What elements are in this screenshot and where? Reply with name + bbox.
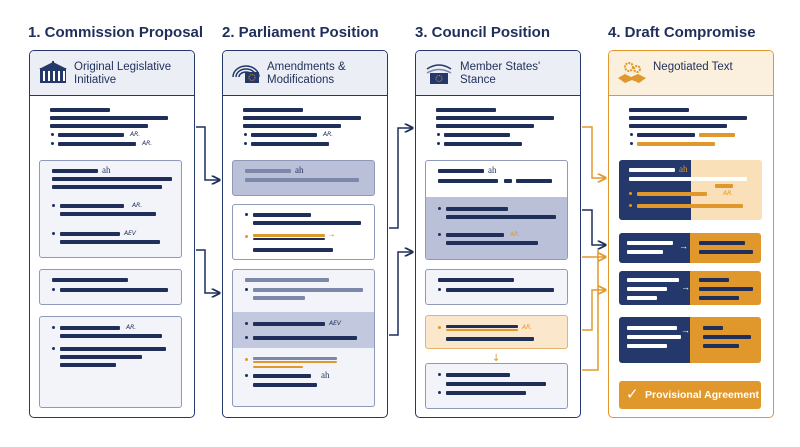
column-title-commission: 1. Commission Proposal [28, 24, 204, 41]
connector-arrow [582, 250, 599, 371]
annotation-mark: AR. [132, 202, 143, 209]
council-block [425, 363, 568, 409]
panel-header-label: Member States' Stance [460, 61, 541, 86]
article-block: AR. [39, 316, 182, 408]
parliament-position-panel: Amendments & Modifications AR. ah → AEV [222, 50, 388, 418]
article-block [39, 269, 182, 305]
panel-header-label: Amendments & Modifications [267, 61, 346, 86]
amended-block: ah [232, 160, 375, 196]
council-block: AR. [425, 315, 568, 349]
panel-header-label: Original Legislative Initiative [74, 61, 172, 86]
checkmark-icon: ✓ [626, 385, 639, 403]
article-block: ah AR. AEV [39, 160, 182, 258]
merged-text-block: ah AR. [619, 160, 762, 220]
panel-header: Original Legislative Initiative [30, 51, 194, 96]
connector-arrow [582, 209, 605, 245]
panel-header-label: Negotiated Text [653, 61, 733, 73]
connector-arrow [196, 249, 219, 293]
draft-compromise-panel: Negotiated Text ah AR. → → [608, 50, 774, 418]
commission-proposal-panel: Original Legislative Initiative AR. AR. … [29, 50, 195, 418]
amended-block: → [232, 204, 375, 260]
council-block [425, 269, 568, 305]
connector-arrow [196, 126, 219, 180]
eu-parliament-hemicycle-icon [232, 65, 260, 83]
negotiated-strip: → [619, 317, 761, 363]
annotation-ah: ah [488, 165, 497, 175]
annotation-mark: AR. [510, 231, 521, 238]
annotation-ah: ah [295, 165, 304, 175]
parliament-building-icon [39, 61, 67, 83]
annotation-mark: AEV [124, 230, 136, 237]
annotation-mark: AEV [329, 320, 341, 327]
connector-arrow [389, 252, 412, 336]
amended-block: AEV ah [232, 269, 375, 407]
connector-arrow [582, 290, 605, 331]
column-title-parliament: 2. Parliament Position [222, 24, 379, 41]
annotation-mark: AR. [522, 324, 533, 331]
handshake-gears-icon [618, 62, 646, 83]
eu-council-flag-icon [426, 64, 452, 84]
annotation-mark: AR. [126, 324, 137, 331]
panel-header: Amendments & Modifications [223, 51, 387, 96]
annotation-mark: AR. [723, 190, 734, 197]
annotation-mark: AR. [142, 140, 153, 147]
column-title-compromise: 4. Draft Compromise [608, 24, 756, 41]
council-position-panel: Member States' Stance ah AR. AR. ↓ [415, 50, 581, 418]
annotation-mark: AR. [130, 131, 141, 138]
council-block: ah AR. [425, 160, 568, 260]
column-title-council: 3. Council Position [415, 24, 551, 41]
negotiated-strip: → [619, 233, 761, 263]
connector-arrow [582, 126, 605, 178]
annotation-ah: ah [102, 165, 111, 175]
negotiated-strip: → [619, 271, 761, 305]
panel-header: Member States' Stance [416, 51, 580, 96]
panel-header: Negotiated Text [609, 51, 773, 96]
annotation-ah: ah [321, 370, 330, 380]
annotation-mark: AR. [323, 131, 334, 138]
annotation-ah: ah [679, 164, 688, 174]
provisional-agreement-label: Provisional Agreement [645, 389, 759, 401]
connector-arrow [389, 128, 412, 229]
provisional-agreement-badge: ✓ Provisional Agreement [619, 381, 761, 409]
